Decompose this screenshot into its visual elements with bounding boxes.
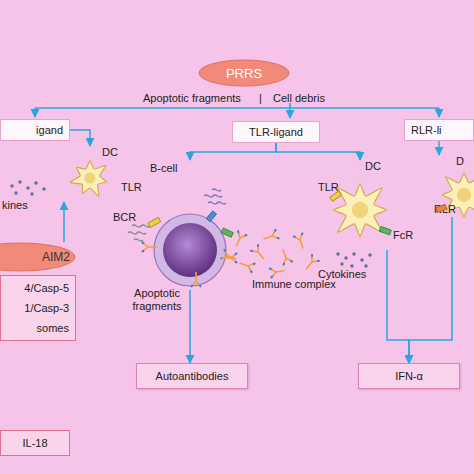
branch-lines [35, 103, 439, 118]
node-text: IL-18 [22, 437, 47, 450]
flow-arrow [190, 143, 276, 160]
dendritic-shape [333, 183, 386, 236]
receptor-label: RLR [434, 203, 456, 216]
cytokine-dots [26, 186, 29, 189]
node-text: 1/Casp-3 [24, 302, 69, 315]
node-text: D [456, 155, 464, 168]
ligand-box: igand [0, 119, 70, 141]
node-text: B-cell [150, 162, 178, 175]
node-text: Autoantibodies [156, 370, 229, 383]
outcome-box: IFN-α [358, 363, 460, 389]
flow-arrow [276, 143, 360, 160]
cytokine-dots [344, 256, 347, 259]
apoptotic-fragments [208, 202, 226, 204]
flow-arrow [189, 290, 191, 363]
ligand-box: RLR-li [404, 119, 474, 141]
node-outline [140, 160, 240, 290]
bcell-receptors [148, 217, 161, 227]
cytokine-dots [10, 184, 13, 187]
flow-arrow [409, 217, 452, 363]
cytokine-dots [34, 181, 37, 184]
cytokine-dots [18, 180, 21, 183]
cell-nucleus [457, 188, 471, 202]
node-text: igand [36, 124, 63, 137]
branch-arrow [34, 108, 36, 117]
cytokine-dots [14, 191, 17, 194]
apoptotic-fragments [132, 225, 150, 227]
node-text: 4/Casp-5 [24, 282, 69, 295]
b-cell: B-cell [140, 160, 240, 290]
cytokine-dots [340, 262, 343, 265]
flow-arrow [70, 130, 90, 146]
node-text: somes [37, 322, 69, 335]
cytokine-label: Cytokines [318, 268, 366, 281]
cytokine-dots [352, 252, 355, 255]
branch-arrow [438, 108, 440, 117]
cytokine-dots [30, 192, 33, 195]
apoptotic-fragments [128, 232, 146, 234]
cytokine-dots [350, 264, 353, 267]
immune-complex [262, 229, 280, 244]
immune-complex [232, 230, 247, 248]
sensor-ellipse: AIM2 [0, 242, 76, 272]
node-outline [50, 146, 130, 202]
immune-complex [250, 244, 267, 262]
cytokine-box: IL-18 [0, 430, 70, 456]
ellipse-shape [0, 243, 75, 271]
flow-arrow [63, 202, 65, 242]
branch-line [35, 107, 439, 109]
apoptotic-fragments [212, 189, 221, 191]
cytokine-dots [368, 253, 371, 256]
immune-complex [269, 266, 286, 278]
cell-nucleus [85, 173, 96, 184]
node-text: AIM2 [42, 251, 70, 264]
receptor-label: TLR [318, 181, 339, 194]
dendritic-cell: DC [50, 146, 130, 202]
node-outline [325, 160, 395, 250]
node-text: IFN-α [395, 370, 423, 383]
node-text: PRRS [226, 67, 262, 80]
separator: | [259, 92, 262, 105]
source-label: Apoptotic fragments [143, 92, 241, 105]
fragment-label: Apoptotic fragments [122, 287, 192, 313]
cytokine-label: kines [2, 199, 28, 212]
cell-membrane [154, 214, 226, 286]
trigger-ellipse: PRRS [198, 59, 290, 87]
cytokine-dots [42, 187, 45, 190]
apoptotic-fragments [204, 195, 222, 197]
flow-arrow [438, 141, 440, 155]
apoptotic-fragments [134, 239, 143, 241]
immune-complex [238, 258, 256, 273]
cytokine-dots [336, 252, 339, 255]
branch-arrow [289, 103, 291, 118]
node-text: DC [365, 160, 381, 173]
immune-complex [293, 233, 308, 251]
node-text: TLR-ligand [249, 126, 303, 139]
outcome-box: Autoantibodies [136, 363, 248, 389]
bcell-receptors [142, 211, 237, 287]
ligand-box: TLR-ligand [232, 121, 320, 143]
immune-complex [302, 254, 319, 272]
node-text: RLR-li [411, 124, 442, 137]
cytokine-dots [364, 264, 367, 267]
receptor-label: FcR [393, 229, 413, 242]
receptor-label: BCR [113, 211, 136, 224]
receptor-label: TLR [121, 181, 142, 194]
ellipse-shape [199, 60, 289, 86]
caspase-box: 4/Casp-5 1/Casp-3 somes [0, 275, 76, 341]
cell-nucleus [163, 223, 217, 277]
cell-nucleus [352, 202, 369, 219]
flow-arrow [387, 250, 409, 363]
dendritic-cell: DC [325, 160, 395, 250]
immune-complex [278, 248, 293, 266]
node-text: DC [102, 146, 118, 159]
dendritic-shape [70, 161, 107, 197]
cytokine-dots [360, 258, 363, 261]
immune-complex [221, 229, 320, 278]
source-label: Cell debris [273, 92, 325, 105]
